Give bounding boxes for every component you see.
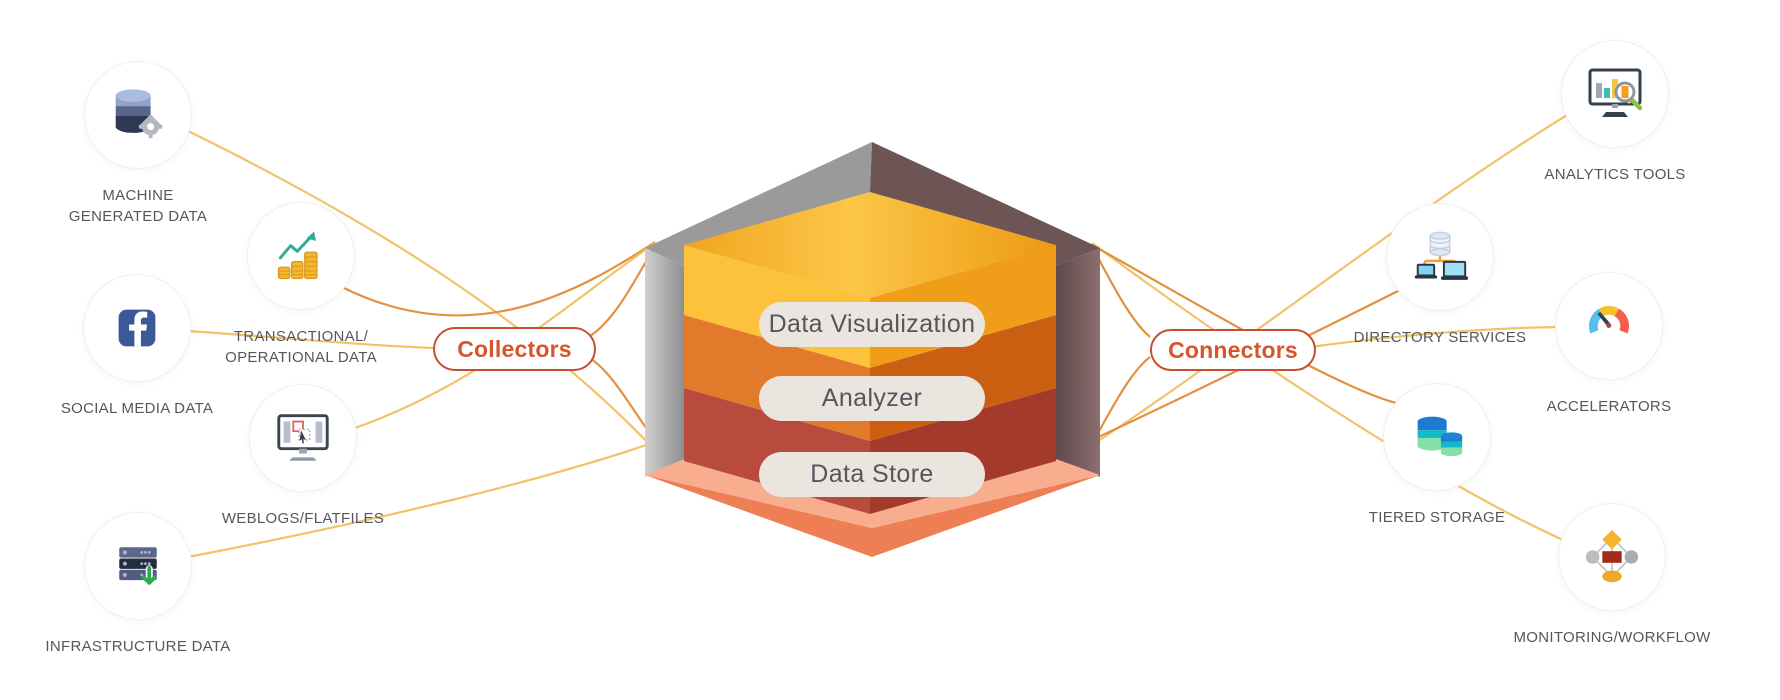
social-media-data-circle bbox=[83, 274, 191, 382]
layer-analyzer: Analyzer bbox=[759, 376, 985, 421]
cube-base-top bbox=[645, 459, 1100, 528]
node-social-media-data: SOCIAL MEDIA DATA bbox=[37, 274, 237, 419]
connectors-label: Connectors bbox=[1168, 336, 1298, 363]
line-machine-to-platform bbox=[185, 129, 656, 451]
gauge-icon bbox=[1578, 295, 1640, 357]
node-tiered-storage: TIERED STORAGE bbox=[1337, 383, 1537, 528]
infrastructure-data-circle bbox=[84, 512, 192, 620]
network-database-icon bbox=[1409, 226, 1471, 288]
data-store-label: Data Store bbox=[810, 460, 934, 488]
infrastructure-data-label: INFRASTRUCTURE DATA bbox=[45, 638, 231, 655]
facebook-icon bbox=[109, 300, 165, 356]
cube-base-outer bbox=[645, 475, 1100, 557]
cube-roof-left bbox=[645, 142, 872, 266]
line-transactional-to-platform bbox=[343, 241, 656, 317]
storage-disks-icon bbox=[1406, 406, 1468, 468]
tiered-storage-label: TIERED STORAGE bbox=[1368, 509, 1506, 526]
connectors-hub: Connectors bbox=[1150, 329, 1316, 371]
transactional-operational-data-circle bbox=[247, 202, 355, 310]
node-analytics-tools: ANALYTICS TOOLS bbox=[1515, 40, 1715, 185]
cube-wall-left bbox=[645, 248, 684, 477]
monitoring-workflow-label: MONITORING/WORKFLOW bbox=[1513, 629, 1711, 646]
node-directory-services: DIRECTORY SERVICES bbox=[1340, 203, 1540, 348]
accelerators-label: ACCELERATORS bbox=[1546, 398, 1672, 415]
machine-generated-data-label: MACHINE GENERATED DATA bbox=[68, 187, 208, 225]
cube-wall-right bbox=[1056, 248, 1100, 477]
collectors-hub: Collectors bbox=[433, 327, 596, 371]
node-machine-generated-data: MACHINE GENERATED DATA bbox=[38, 61, 238, 227]
accelerators-circle bbox=[1555, 272, 1663, 380]
weblogs-flatfiles-label: WEBLOGS/FLATFILES bbox=[221, 510, 385, 527]
node-weblogs-flatfiles: WEBLOGS/FLATFILES bbox=[203, 384, 403, 529]
line-platform-to-monitoring bbox=[1091, 242, 1564, 542]
chart-magnifier-icon bbox=[1583, 62, 1647, 126]
node-infrastructure-data: INFRASTRUCTURE DATA bbox=[38, 512, 238, 657]
line-social-to-collectors bbox=[187, 329, 437, 350]
monitoring-workflow-circle bbox=[1558, 503, 1666, 611]
layer-data-visualization: Data Visualization bbox=[759, 302, 985, 347]
collectors-label: Collectors bbox=[457, 335, 572, 362]
line-platform-to-connectors-bottom bbox=[1092, 356, 1151, 443]
line-infrastructure-to-platform bbox=[187, 440, 656, 559]
line-platform-to-analytics bbox=[1091, 111, 1573, 446]
database-gear-icon bbox=[107, 84, 169, 146]
data-visualization-label: Data Visualization bbox=[768, 310, 976, 338]
analyzer-label: Analyzer bbox=[821, 384, 923, 412]
analytics-tools-circle bbox=[1561, 40, 1669, 148]
directory-services-label: DIRECTORY SERVICES bbox=[1353, 329, 1527, 346]
line-connectors-to-accelerators bbox=[1309, 325, 1561, 349]
flowchart-icon bbox=[1581, 526, 1643, 588]
server-download-icon bbox=[108, 536, 168, 596]
coins-growth-icon bbox=[271, 226, 331, 286]
social-media-data-label: SOCIAL MEDIA DATA bbox=[60, 400, 214, 417]
tiered-storage-circle bbox=[1383, 383, 1491, 491]
directory-services-circle bbox=[1386, 203, 1494, 311]
analytics-tools-label: ANALYTICS TOOLS bbox=[1544, 166, 1686, 183]
cube-roof-right bbox=[870, 142, 1100, 266]
node-accelerators: ACCELERATORS bbox=[1509, 272, 1709, 417]
webpage-monitor-icon bbox=[249, 384, 357, 492]
machine-generated-data-circle bbox=[84, 61, 192, 169]
node-monitoring-workflow: MONITORING/WORKFLOW bbox=[1512, 503, 1712, 648]
webpage-monitor-icon bbox=[272, 407, 334, 469]
node-transactional-operational-data: TRANSACTIONAL/ OPERATIONAL DATA bbox=[201, 202, 401, 368]
transactional-operational-data-label: TRANSACTIONAL/ OPERATIONAL DATA bbox=[225, 328, 377, 366]
layer-data-store: Data Store bbox=[759, 452, 985, 497]
